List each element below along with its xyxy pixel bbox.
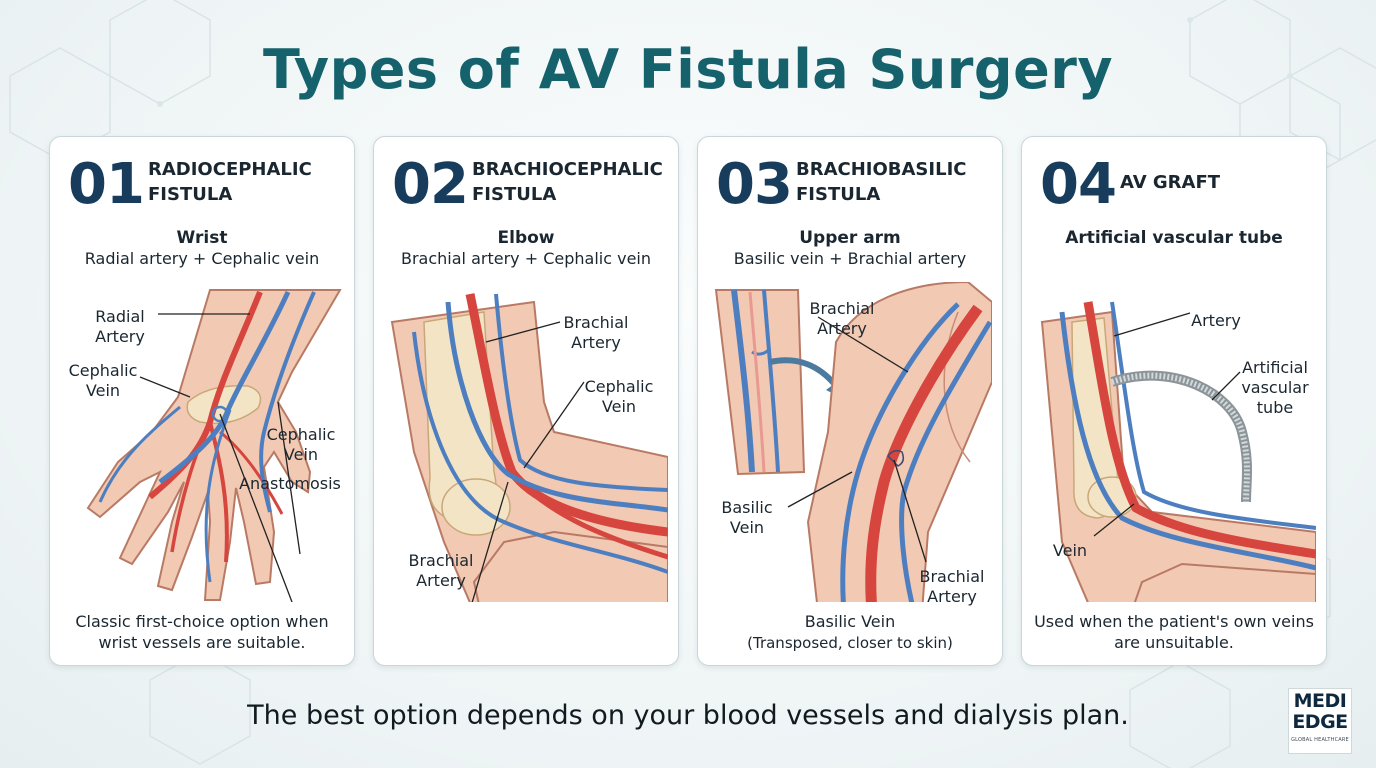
label-cephalic-vein-2: Cephalic Vein	[266, 425, 336, 464]
card-number: 03	[716, 152, 793, 217]
card-number: 01	[68, 152, 145, 217]
card-name: BRACHIOBASILIC FISTULA	[796, 157, 996, 207]
card-description: Basilic Vein (Transposed, closer to skin…	[706, 611, 994, 654]
label-artery: Artery	[1191, 311, 1241, 330]
card-name-line1: BRACHIOCEPHALIC	[472, 159, 663, 180]
label-vein: Vein	[1052, 541, 1088, 560]
card-name-line2: FISTULA	[472, 184, 557, 205]
label-cephalic-vein: Cephalic Vein	[68, 361, 138, 400]
card-number: 04	[1040, 152, 1117, 217]
elbow-illustration	[390, 293, 668, 602]
card-radiocephalic-fistula: 01 RADIOCEPHALIC FISTULA Wrist Radial ar…	[49, 136, 355, 666]
label-brachial-artery-2: Brachial Artery	[919, 567, 985, 606]
card-location: Upper arm	[799, 228, 901, 248]
card-name: RADIOCEPHALIC FISTULA	[148, 157, 348, 207]
brand-logo: MEDI EDGE GLOBAL HEALTHCARE	[1288, 688, 1352, 754]
logo-subtitle: GLOBAL HEALTHCARE	[1291, 737, 1349, 743]
card-location: Wrist	[176, 228, 228, 248]
card-brachiobasilic-fistula: 03 BRACHIOBASILIC FISTULA Upper arm Basi…	[697, 136, 1003, 666]
label-radial-artery: Radial Artery	[95, 307, 145, 346]
label-brachial-artery-2: Brachial Artery	[408, 551, 474, 590]
card-description: Classic first-choice option when wrist v…	[75, 612, 329, 652]
card-name: AV GRAFT	[1120, 170, 1320, 195]
card-name-line1: AV GRAFT	[1120, 172, 1221, 193]
logo-line1: MEDI	[1293, 690, 1347, 712]
footer-tagline: The best option depends on your blood ve…	[247, 700, 1129, 731]
card-name-line1: BRACHIOBASILIC	[796, 159, 967, 180]
card-description-line2: (Transposed, closer to skin)	[747, 634, 953, 652]
card-location: Elbow	[497, 228, 555, 248]
logo-line2: EDGE	[1292, 711, 1348, 733]
card-name-line2: FISTULA	[796, 184, 881, 205]
card-brachiocephalic-fistula: 02 BRACHIOCEPHALIC FISTULA Elbow Brachia…	[373, 136, 679, 666]
card-vessels: Basilic vein + Brachial artery	[733, 249, 967, 268]
card-vessels: Brachial artery + Cephalic vein	[401, 249, 651, 268]
card-location: Artificial vascular tube	[1065, 228, 1283, 248]
label-artificial-vascular-tube-text: Artificial vascular tube	[1241, 358, 1309, 417]
card-name-line1: RADIOCEPHALIC	[148, 159, 312, 180]
card-vessels: Radial artery + Cephalic vein	[84, 249, 320, 268]
card-description-line1: Basilic Vein	[804, 612, 896, 631]
label-brachial-artery: Brachial Artery	[563, 313, 629, 352]
hand-wrist-illustration	[86, 289, 342, 602]
upper-arm-illustration	[714, 282, 992, 602]
card-number: 02	[392, 152, 469, 217]
card-name: BRACHIOCEPHALIC FISTULA	[472, 157, 672, 207]
card-description: Used when the patient's own veins are un…	[1034, 612, 1314, 652]
card-av-graft: 04 AV GRAFT Artificial vascular tube Art…	[1021, 136, 1327, 666]
label-brachial-artery: Brachial Artery	[809, 299, 875, 338]
label-anastomosis: Anastomosis	[239, 474, 341, 493]
label-cephalic-vein: Cephalic Vein	[584, 377, 654, 416]
page-title: Types of AV Fistula Surgery	[262, 38, 1114, 101]
label-artificial-vascular-tube: Artificial vascular tube	[1228, 358, 1322, 418]
card-name-line2: FISTULA	[148, 184, 233, 205]
label-basilic-vein: Basilic Vein	[721, 498, 773, 537]
arm-graft-illustration	[1040, 301, 1316, 602]
